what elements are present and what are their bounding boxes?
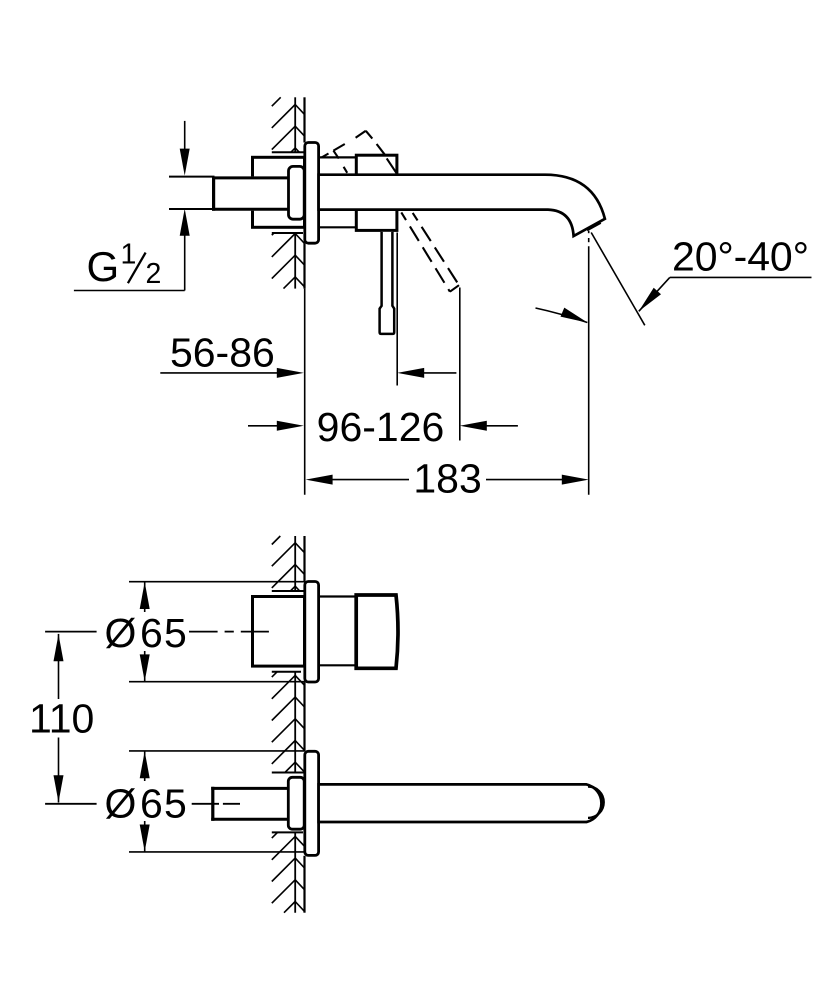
svg-text:183: 183 (413, 456, 481, 502)
svg-text:65: 65 (140, 610, 188, 656)
svg-text:20°-40°: 20°-40° (672, 233, 809, 279)
svg-text:65: 65 (140, 780, 188, 826)
svg-text:56-86: 56-86 (170, 330, 275, 376)
svg-text:G: G (87, 243, 120, 290)
svg-text:Ø: Ø (105, 610, 137, 656)
svg-text:Ø: Ø (105, 780, 137, 826)
svg-text:96-126: 96-126 (317, 404, 445, 450)
svg-text:1: 1 (121, 239, 137, 271)
svg-text:2: 2 (146, 258, 162, 290)
svg-text:110: 110 (29, 696, 94, 742)
